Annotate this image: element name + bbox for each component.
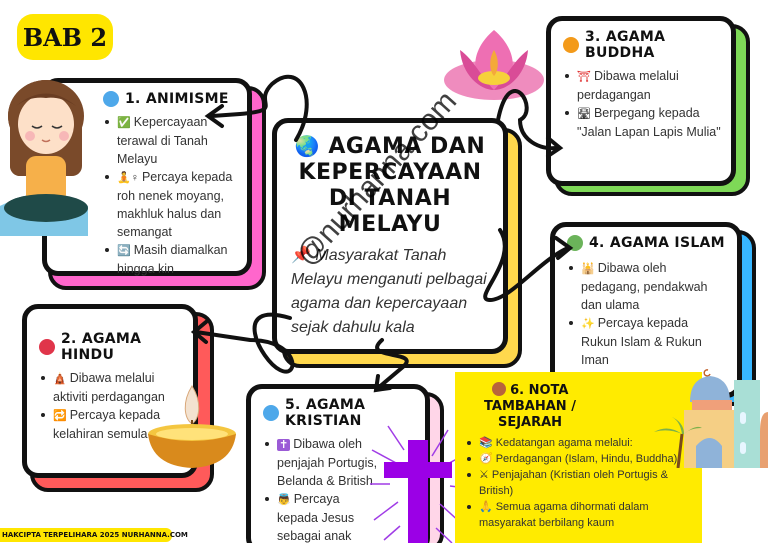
- compass-icon: 🧭: [479, 453, 493, 465]
- brown-dot-icon: [491, 382, 506, 396]
- list-item: ✝Dibawa oleh penjajah Portugis, Belanda …: [263, 435, 383, 490]
- list-item: 🕌Dibawa oleh pedagang, pendakwah dan ula…: [567, 259, 727, 314]
- repeat-icon: 🔁: [53, 410, 67, 422]
- green-dot-icon: [567, 235, 583, 251]
- buddha-card: 3. Agama Buddha ⛩Dibawa melalui perdagan…: [546, 16, 736, 186]
- buddha-title: 3. Agama Buddha: [563, 29, 721, 61]
- mosque-icon: 🕌: [581, 263, 595, 275]
- orange-dot-icon: [563, 37, 579, 53]
- nota-title: 6. Nota Tambahan / Sejarah: [484, 382, 576, 430]
- sparkles-icon: ✨: [581, 318, 595, 330]
- check-icon: ✅: [117, 117, 131, 129]
- list-item: 👼Percaya kepada Jesus sebagai anak Tuhan: [263, 490, 383, 543]
- list-item: ⛩Dibawa melalui perdagangan: [563, 67, 721, 104]
- list-item: 🧭Perdagangan (Islam, Hindu, Buddha): [465, 451, 692, 467]
- globe-asia-icon: 🌏: [294, 134, 321, 158]
- center-title: 🌏 Agama dan Kepercayaan di Tanah Melayu: [294, 134, 486, 237]
- buddha-list: ⛩Dibawa melalui perdagangan 🛣Berpegang k…: [563, 67, 721, 141]
- lotus-flower-illustration: [444, 30, 544, 100]
- list-item: 🛕Dibawa melalui aktiviti perdagangan: [39, 369, 183, 406]
- list-item: 🙏Semua agama dihormati dalam masyarakat …: [465, 499, 692, 531]
- nota-tambahan-panel: 6. Nota Tambahan / Sejarah 📚Kedatangan a…: [455, 372, 702, 543]
- chapter-badge: BAB 2: [17, 14, 113, 60]
- mosque-illustration: [654, 369, 768, 468]
- temple-icon: 🛕: [53, 373, 67, 385]
- torii-gate-icon: ⛩: [577, 71, 591, 83]
- meditation-female-icon: 🧘♀: [117, 172, 139, 184]
- list-item: 🛣Berpegang kepada "Jalan Lapan Lapis Mul…: [563, 104, 721, 141]
- list-item: ⚔Penjajahan (Kristian oleh Portugis & Br…: [465, 467, 692, 499]
- hindu-list: 🛕Dibawa melalui aktiviti perdagangan 🔁Pe…: [39, 369, 183, 443]
- diya-lamp-illustration: [148, 385, 236, 468]
- blue-dot-icon: [103, 91, 119, 107]
- praying-hands-icon: 🙏: [479, 501, 493, 513]
- kristian-title: 5. Agama Kristian: [263, 397, 415, 429]
- list-item: ✅Kepercayaan terawal di Tanah Melayu: [103, 113, 237, 168]
- books-icon: 📚: [479, 437, 493, 449]
- meditating-girl-overlay: [0, 80, 88, 236]
- hindu-title: 2. Agama Hindu: [39, 331, 183, 363]
- red-dot-icon: [39, 339, 55, 355]
- angel-icon: 👼: [277, 494, 291, 506]
- nota-list: 📚Kedatangan agama melalui: 🧭Perdagangan …: [465, 435, 692, 531]
- cycle-icon: 🔄: [117, 245, 131, 257]
- pushpin-icon: 📌: [291, 247, 311, 264]
- glowing-cross-illustration: [370, 425, 466, 543]
- latin-cross-icon: ✝: [277, 439, 291, 451]
- blue-dot-icon: [263, 405, 279, 421]
- animisme-list: ✅Kepercayaan terawal di Tanah Melayu 🧘♀P…: [103, 113, 237, 278]
- list-item: 🔄Masih diamalkan hingga kin: [103, 241, 237, 278]
- animisme-title: 1. Animisme: [103, 91, 237, 107]
- copyright-footer: HAKCIPTA TERPELIHARA 2025 NURHANNA.COM: [0, 528, 188, 542]
- list-item: 📚Kedatangan agama melalui:: [465, 435, 692, 451]
- center-card: 🌏 Agama dan Kepercayaan di Tanah Melayu …: [272, 118, 508, 354]
- center-description: 📌 Masyarakat Tanah Melayu menganuti pelb…: [291, 247, 487, 336]
- crossed-swords-icon: ⚔: [479, 469, 489, 481]
- list-item: ✨Percaya kepada Rukun Islam & Rukun Iman: [567, 314, 727, 369]
- road-icon: 🛣: [577, 108, 591, 120]
- list-item: 🔁Percaya kepada kelahiran semula: [39, 406, 183, 443]
- list-item: 🧘♀Percaya kepada roh nenek moyang, makhl…: [103, 168, 237, 241]
- kristian-list: ✝Dibawa oleh penjajah Portugis, Belanda …: [263, 435, 383, 543]
- islam-title: 4. Agama Islam: [567, 235, 727, 251]
- islam-card: 4. Agama Islam 🕌Dibawa oleh pedagang, pe…: [550, 222, 742, 398]
- islam-list: 🕌Dibawa oleh pedagang, pendakwah dan ula…: [567, 259, 727, 369]
